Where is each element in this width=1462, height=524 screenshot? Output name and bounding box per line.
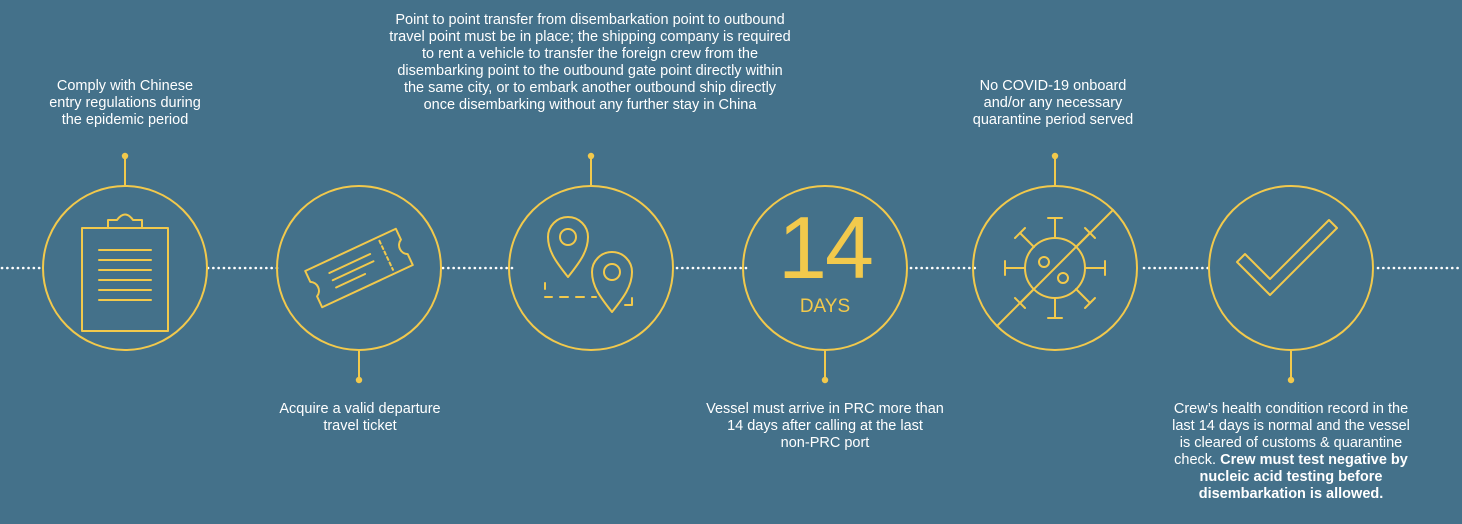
caption-line: Acquire a valid departure (279, 401, 441, 417)
badge-label: DAYS (799, 296, 851, 317)
caption-line: and/or any necessary (983, 95, 1123, 111)
caption-bold-line: nucleic acid testing before (1199, 469, 1383, 485)
checkmark-icon (1208, 185, 1374, 351)
caption-line: disembarking point to the outbound gate … (397, 63, 783, 79)
step-6-caption: Crew’s health condition record in the la… (1128, 401, 1454, 503)
caption-line: 14 days after calling at the last (727, 418, 923, 434)
caption-line: Point to point transfer from disembarkat… (395, 12, 785, 28)
step-1-caption: Comply with Chinese entry regulations du… (25, 78, 225, 129)
caption-line: entry regulations during (49, 95, 201, 111)
caption-line: No COVID-19 onboard (979, 78, 1127, 94)
caption-line: the epidemic period (61, 112, 189, 128)
caption-line: travel point must be in place; the shipp… (389, 29, 791, 45)
ticket-icon (276, 185, 442, 351)
clipboard-icon (42, 185, 208, 351)
step-4-caption: Vessel must arrive in PRC more than 14 d… (670, 401, 980, 452)
caption-line: the same city, or to embark another outb… (403, 80, 777, 96)
connectors (121, 152, 1295, 384)
caption-line: to rent a vehicle to transfer the foreig… (421, 46, 759, 62)
caption-line: Comply with Chinese (56, 78, 194, 94)
fourteen-days-ring (742, 185, 908, 351)
badge-number: 14 (778, 198, 874, 297)
caption-bold-text: Crew must test negative by (1220, 452, 1408, 468)
step-2-caption: Acquire a valid departure travel ticket (240, 401, 480, 435)
caption-line: quarantine period served (972, 112, 1134, 128)
no-virus-icon (972, 185, 1138, 351)
caption-line: once disembarking without any further st… (423, 97, 757, 113)
caption-line: Vessel must arrive in PRC more than (706, 401, 944, 417)
caption-line: non-PRC port (780, 435, 870, 451)
caption-line: last 14 days is normal and the vessel (1172, 418, 1410, 434)
caption-regular-text: check. (1174, 452, 1221, 468)
step-5-caption: No COVID-19 onboard and/or any necessary… (943, 78, 1163, 129)
caption-line: Crew’s health condition record in the (1173, 401, 1409, 417)
step-3-caption: Point to point transfer from disembarkat… (325, 12, 855, 114)
caption-line: is cleared of customs & quarantine (1179, 435, 1403, 451)
caption-line: travel ticket (323, 418, 397, 434)
caption-bold-line: disembarkation is allowed. (1198, 486, 1384, 502)
map-pins-route-icon (508, 185, 674, 351)
caption-mixed-line: check. Crew must test negative by (1128, 452, 1454, 469)
